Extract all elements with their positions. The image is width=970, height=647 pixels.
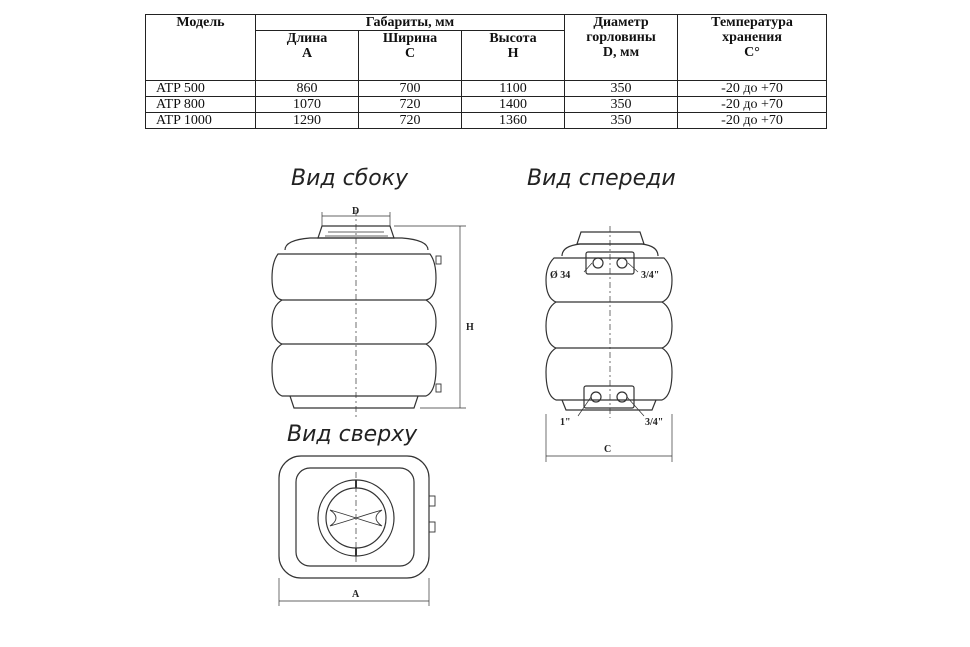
header-model: Модель (145, 14, 256, 81)
label-three-quarter-top: 3/4" (641, 270, 659, 281)
side-view-tank (271, 225, 442, 409)
header-temperature: Температура хранения C° (677, 14, 828, 81)
side-view-dimensions (321, 210, 466, 420)
front-view-tank (545, 231, 673, 411)
front-view-dimensions (545, 226, 673, 462)
top-view-tank (278, 455, 436, 579)
label-c: C (604, 444, 611, 455)
header-dimensions: Габариты, мм (254, 14, 566, 31)
label-o34: Ø 34 (550, 270, 570, 281)
spec-table: Модель Габариты, мм Диаметр горловины D,… (145, 14, 828, 129)
label-three-quarter-bottom: 3/4" (645, 417, 663, 428)
label-d: D (352, 206, 359, 217)
label-one-inch: 1" (560, 417, 571, 428)
top-view-dimensions (278, 472, 430, 606)
front-view-title: Вид спереди (527, 166, 676, 191)
top-view-title: Вид сверху (287, 422, 418, 447)
side-view-title: Вид сбоку (291, 166, 409, 191)
label-a: A (352, 589, 360, 600)
label-h: H (466, 322, 474, 333)
